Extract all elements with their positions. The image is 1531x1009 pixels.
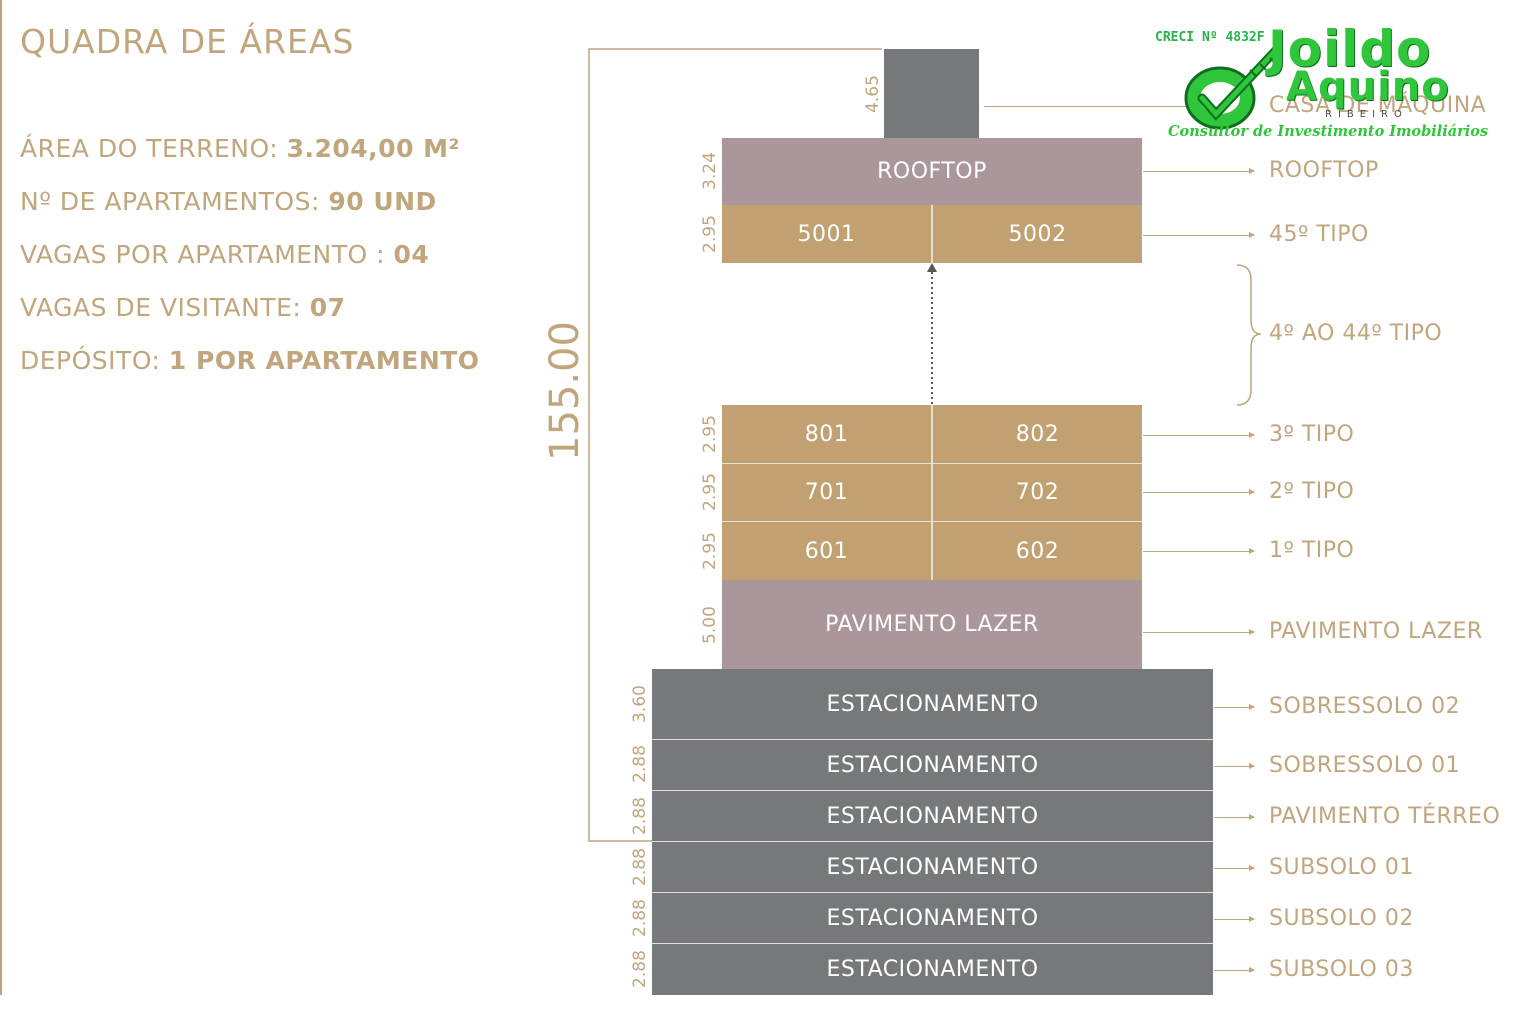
dim-floor-3: 2.95 (700, 415, 720, 453)
label-sub3: SUBSOLO 03 (1269, 957, 1414, 982)
info-value: 90 UND (328, 187, 437, 216)
dim-rooftop: 3.24 (700, 152, 720, 190)
parking-text: ESTACIONAMENTO (826, 957, 1039, 982)
parking-sub1-block: ESTACIONAMENTO (652, 841, 1213, 892)
dim-floor-45: 2.95 (700, 215, 720, 253)
parking-text: ESTACIONAMENTO (826, 854, 1039, 880)
unit-cell: 702 (931, 464, 1142, 521)
logo-creci: CRECI Nº 4832F (1155, 30, 1265, 45)
label-sob1: SOBRESSOLO 01 (1269, 753, 1461, 778)
dim-sob1: 2.88 (630, 745, 650, 783)
parking-text: ESTACIONAMENTO (826, 905, 1039, 931)
parking-text: ESTACIONAMENTO (826, 752, 1039, 778)
info-label: VAGAS POR APARTAMENTO : (20, 240, 394, 269)
dim-machine-house: 4.65 (863, 75, 883, 113)
unit-cell: 801 (804, 421, 849, 447)
logo-tagline: Consultor de Investimento Imobiliários (1168, 123, 1489, 140)
unit-cell: 802 (931, 405, 1142, 463)
dim-floor-2: 2.95 (700, 473, 720, 511)
parking-sob2-block: ESTACIONAMENTO (652, 669, 1213, 739)
info-parking-per-apt: VAGAS POR APARTAMENTO : 04 (20, 240, 429, 269)
label-floor-2: 2º TIPO (1269, 479, 1355, 504)
label-sub2: SUBSOLO 02 (1269, 906, 1414, 931)
left-divider-line (0, 0, 2, 995)
arrow-floor-3 (1143, 432, 1255, 438)
info-value: 07 (309, 293, 346, 322)
unit-cell: 5001 (797, 221, 856, 247)
arrow-sob1 (1214, 763, 1255, 769)
parking-text: ESTACIONAMENTO (826, 803, 1039, 829)
info-land-area: ÁREA DO TERRENO: 3.204,00 M² (20, 134, 460, 163)
arrow-sub1 (1214, 865, 1255, 871)
info-storage: DEPÓSITO: 1 POR APARTAMENTO (20, 346, 480, 375)
unit-cell: 602 (931, 522, 1142, 580)
logo-name-last: Aquino (1286, 64, 1450, 110)
info-label: ÁREA DO TERRENO: (20, 134, 287, 163)
logo-name-first: Joildo (1268, 20, 1432, 78)
dim-leisure: 5.00 (700, 606, 720, 644)
page-title: QUADRA DE ÁREAS (20, 22, 355, 61)
dim-sub3: 2.88 (630, 950, 650, 988)
unit-cell: 601 (804, 538, 849, 564)
label-floor-range: 4º AO 44º TIPO (1269, 321, 1443, 346)
label-sub1: SUBSOLO 01 (1269, 855, 1414, 880)
arrow-sub2 (1214, 916, 1255, 922)
info-label: DEPÓSITO: (20, 346, 169, 375)
info-value: 04 (393, 240, 430, 269)
total-height-label: 155.00 (542, 321, 588, 461)
label-machine-house: CASA DE MÁQUINA (1269, 93, 1487, 118)
arrow-leisure (1143, 629, 1255, 635)
arrow-floor-45 (1143, 232, 1255, 238)
info-apartments: Nº DE APARTAMENTOS: 90 UND (20, 187, 437, 216)
arrow-floor-2 (1143, 489, 1255, 495)
leisure-text: PAVIMENTO LAZER (825, 612, 1039, 637)
parking-text: ESTACIONAMENTO (826, 691, 1039, 717)
info-label: Nº DE APARTAMENTOS: (20, 187, 329, 216)
logo-subname: RIBEIRO (1325, 109, 1408, 120)
parking-sob1-block: ESTACIONAMENTO (652, 739, 1213, 790)
label-leisure: PAVIMENTO LAZER (1269, 619, 1483, 644)
rooftop-block: ROOFTOP (722, 138, 1142, 205)
arrow-rooftop (1143, 168, 1255, 174)
info-value: 1 POR APARTAMENTO (168, 346, 480, 375)
label-floor-3: 3º TIPO (1269, 422, 1355, 447)
floor-1-block: 601 602 (722, 521, 1142, 580)
arrow-terreo (1214, 814, 1255, 820)
info-label: VAGAS DE VISITANTE: (20, 293, 310, 322)
unit-cell: 701 (804, 480, 849, 505)
label-floor-45: 45º TIPO (1269, 222, 1369, 247)
parking-terreo-block: ESTACIONAMENTO (652, 790, 1213, 841)
parking-sub3-block: ESTACIONAMENTO (652, 943, 1213, 995)
floor-2-block: 701 702 (722, 463, 1142, 521)
info-visitor-parking: VAGAS DE VISITANTE: 07 (20, 293, 346, 322)
arrow-floor-1 (1143, 548, 1255, 554)
arrow-sob2 (1214, 704, 1255, 710)
label-rooftop: ROOFTOP (1269, 158, 1379, 183)
label-sob2: SOBRESSOLO 02 (1269, 694, 1461, 719)
dim-sob2: 3.60 (630, 685, 650, 723)
info-value: 3.204,00 M² (286, 134, 461, 163)
brand-logo: CRECI Nº 4832F Joildo Aquino RIBEIRO Con… (1150, 20, 1510, 150)
floor-3-block: 801 802 (722, 405, 1142, 463)
machine-house-block (884, 49, 979, 138)
rooftop-text: ROOFTOP (877, 159, 987, 184)
parking-sub2-block: ESTACIONAMENTO (652, 892, 1213, 943)
label-floor-1: 1º TIPO (1269, 538, 1355, 563)
leisure-floor-block: PAVIMENTO LAZER (722, 580, 1142, 669)
key-check-icon (1184, 43, 1283, 130)
floor-45-block: 5001 5002 (722, 205, 1142, 263)
arrow-sub3 (1214, 967, 1255, 973)
label-terreo: PAVIMENTO TÉRREO (1269, 804, 1501, 829)
unit-cell: 5002 (931, 205, 1142, 263)
dim-floor-1: 2.95 (700, 532, 720, 570)
